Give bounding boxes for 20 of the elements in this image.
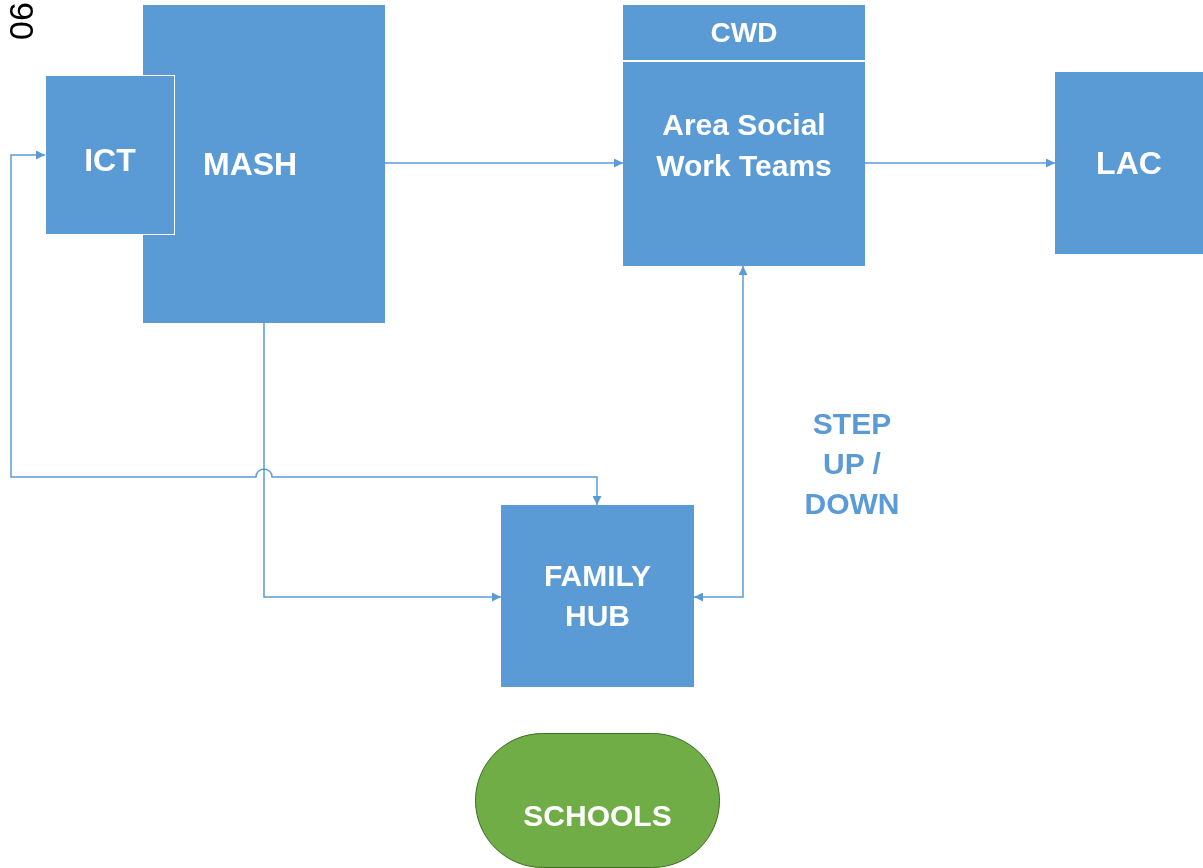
- process-box: [143, 5, 385, 323]
- connector-arrow: [263, 322, 502, 602]
- connector-arrow: [10, 150, 602, 506]
- edge-label: STEP UP / DOWN: [803, 406, 901, 522]
- connector-arrow: [864, 158, 1056, 168]
- connector-arrow: [384, 158, 624, 168]
- box-label: SCHOOLS: [523, 798, 672, 834]
- box-label: LAC: [1096, 144, 1162, 183]
- box-label: MASH: [203, 145, 298, 184]
- box-label: CWD: [710, 15, 778, 50]
- process-box: [623, 62, 865, 266]
- box-label: ICT: [84, 141, 136, 180]
- process-box: [1055, 72, 1203, 254]
- process-box: [501, 505, 694, 687]
- rotated-label: 06: [3, 2, 38, 40]
- box-label: Area Social Work Teams: [655, 107, 833, 184]
- process-box: [45, 75, 175, 235]
- process-box: [623, 5, 865, 60]
- box-label: FAMILY HUB: [542, 558, 653, 634]
- connector-arrow: [693, 265, 748, 602]
